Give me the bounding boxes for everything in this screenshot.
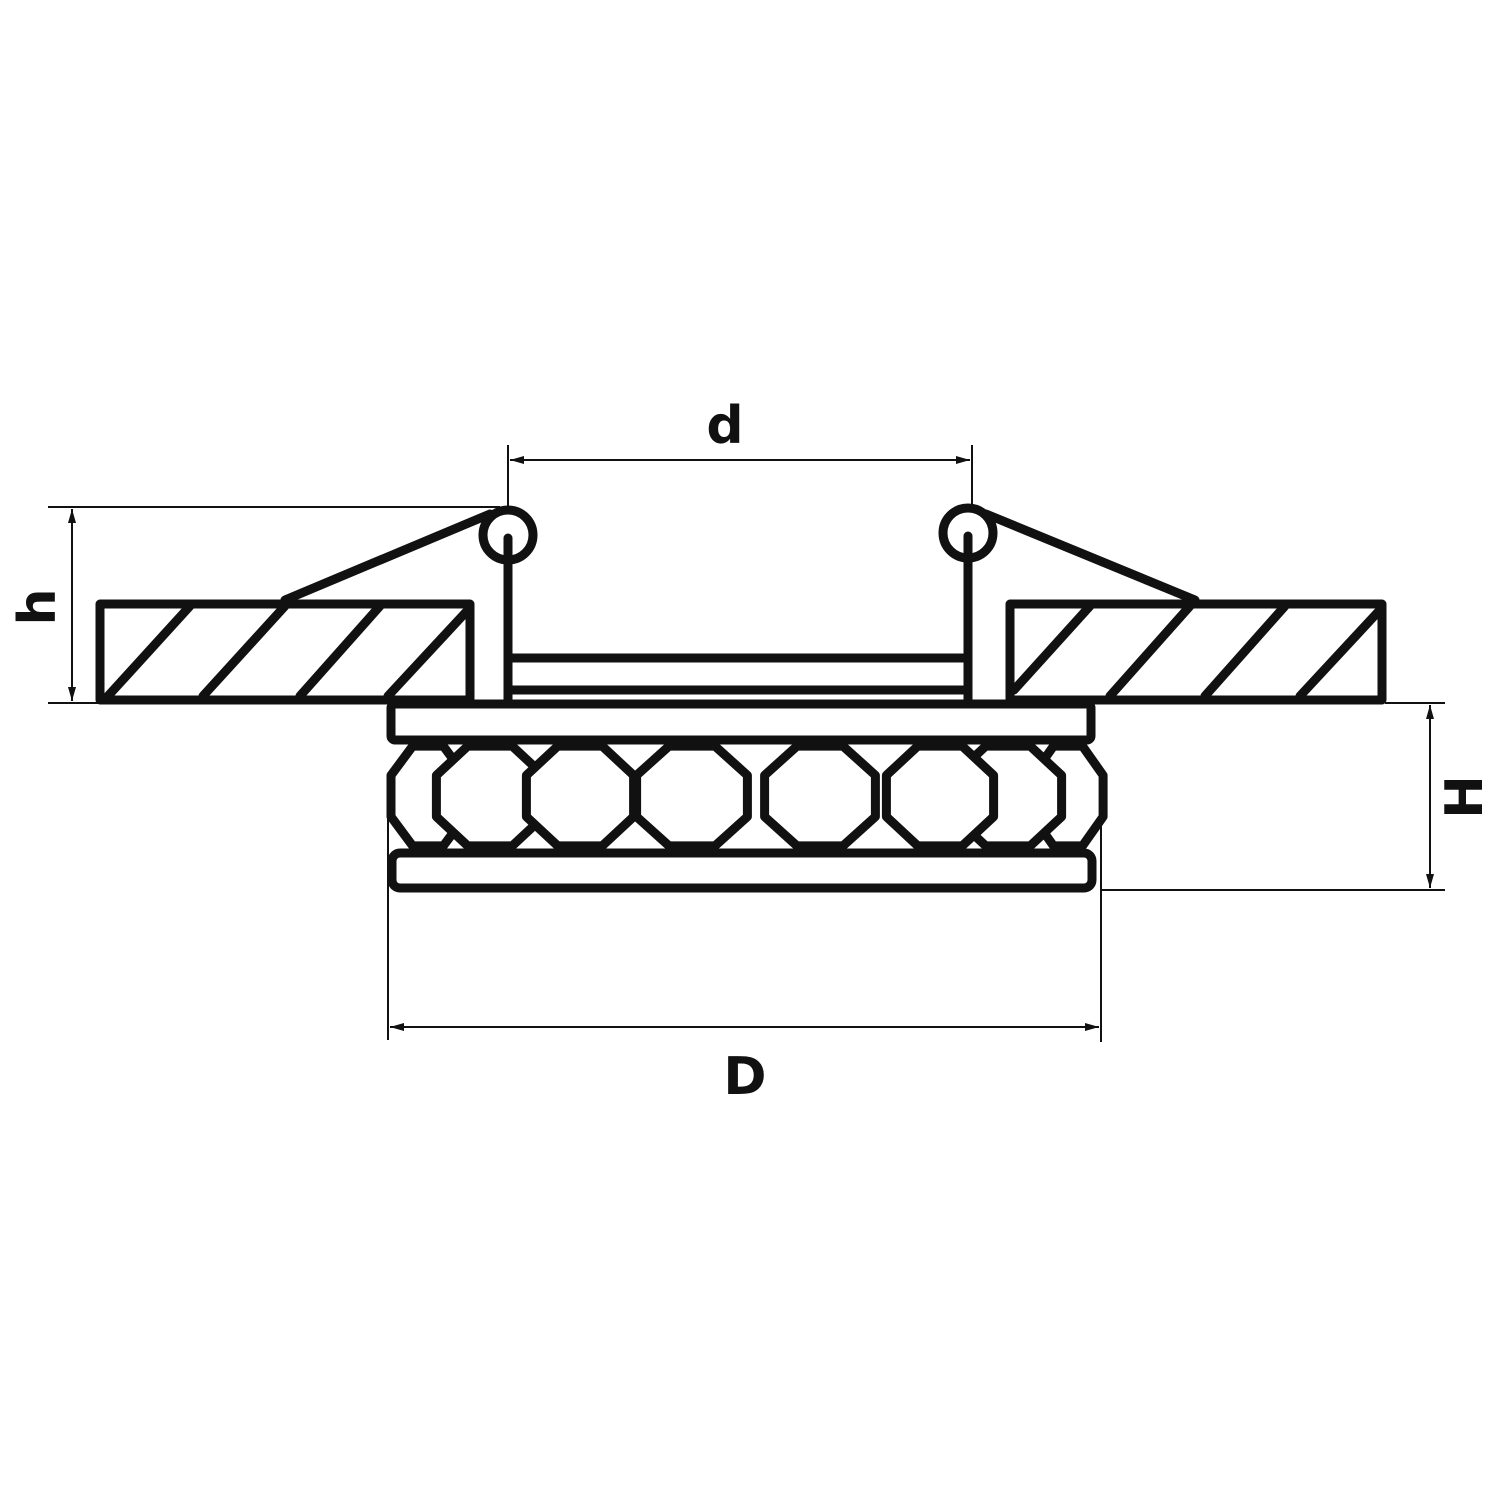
dimension-label-D: D [723, 1047, 766, 1107]
crystal [521, 741, 639, 851]
crystal [881, 741, 999, 851]
bottom-plate [387, 848, 1097, 893]
mounting-bracket [507, 653, 971, 695]
crystal [760, 741, 880, 851]
dimension-h: h [8, 506, 500, 704]
crystal [632, 741, 752, 851]
ceiling-right-section [1005, 599, 1387, 705]
dimension-D: D [387, 790, 1102, 1107]
dimension-label-h: h [8, 588, 68, 625]
ceiling-left-section [95, 599, 475, 705]
dimension-label-H: H [1435, 775, 1495, 819]
dimension-d: d [507, 396, 973, 508]
spring-clip-left [280, 505, 538, 705]
crystal-ring [386, 741, 1108, 851]
dimension-label-d: d [706, 396, 743, 456]
top-plate [386, 699, 1096, 745]
spring-clip-right [938, 503, 1200, 705]
dimension-H: H [1100, 702, 1495, 891]
